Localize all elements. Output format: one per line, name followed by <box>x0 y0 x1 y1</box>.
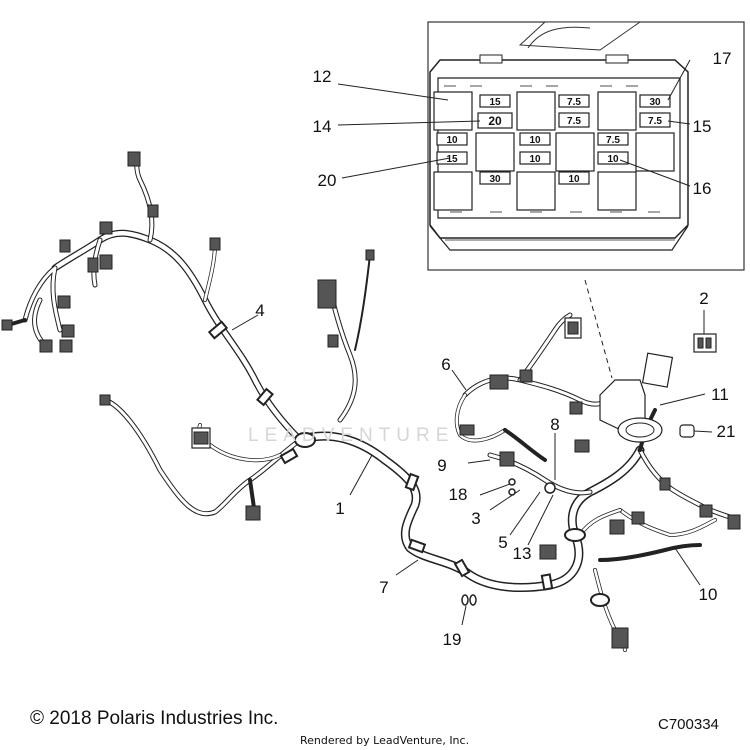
callout-12: 12 <box>313 67 332 86</box>
callout-5: 5 <box>498 533 507 552</box>
fuse-rating: 7.5 <box>648 116 662 127</box>
callout-7: 7 <box>379 578 388 597</box>
terminal <box>461 594 477 606</box>
fuse-rating: 10 <box>529 135 541 146</box>
callout-17: 17 <box>713 49 732 68</box>
fuse-rating: 15 <box>446 154 458 165</box>
callout-16: 16 <box>693 179 712 198</box>
callout-1: 1 <box>335 499 344 518</box>
fuse-rating: 20 <box>488 114 502 128</box>
fuse-rating: 10 <box>568 174 580 185</box>
fuse-rating: 15 <box>489 97 501 108</box>
harness-clip <box>207 320 610 607</box>
callout-9: 9 <box>437 456 446 475</box>
callout-8: 8 <box>550 415 559 434</box>
connector-plate <box>693 333 717 353</box>
fuse-rating: 10 <box>446 135 458 146</box>
fuse-rating: 10 <box>529 154 541 165</box>
fuse-rating: 7.5 <box>567 116 581 127</box>
callout-20: 20 <box>318 171 337 190</box>
copyright-text: © 2018 Polaris Industries Inc. <box>30 708 279 729</box>
rendered-by-text: Rendered by LeadVenture, Inc. <box>300 734 470 747</box>
fuse <box>436 94 671 185</box>
callout-3: 3 <box>471 509 480 528</box>
fuse-rating: 30 <box>489 174 501 185</box>
callout-labels: 1 2 3 4 5 6 7 8 9 10 11 12 13 14 15 16 1… <box>255 49 735 649</box>
callout-leader <box>231 59 713 626</box>
callout-11: 11 <box>711 385 729 404</box>
fastener <box>508 478 556 496</box>
fuse-rating: 10 <box>607 154 619 165</box>
callout-2: 2 <box>699 289 708 308</box>
fuse-rating: 7.5 <box>606 135 620 146</box>
callout-15: 15 <box>693 117 712 136</box>
callout-6: 6 <box>441 355 450 374</box>
callout-18: 18 <box>449 485 468 504</box>
relay <box>433 91 675 211</box>
inset-leader <box>584 279 613 379</box>
connector <box>1 151 741 649</box>
fuse-rating: 7.5 <box>567 97 581 108</box>
diagram-code: C700334 <box>658 716 719 733</box>
callout-13: 13 <box>513 544 532 563</box>
fuse-box <box>599 352 674 443</box>
callout-14: 14 <box>313 117 332 136</box>
callout-10: 10 <box>699 585 718 604</box>
fuse-rating: 30 <box>649 97 661 108</box>
grommet <box>679 424 695 438</box>
callout-19: 19 <box>443 630 462 649</box>
watermark: LEADVENTURE <box>248 425 455 446</box>
fuse-box-inset: 15 20 7.5 7.5 30 7.5 10 10 10 7.5 10 15 … <box>427 21 745 271</box>
callout-4: 4 <box>255 301 264 320</box>
callout-21: 21 <box>717 422 736 441</box>
